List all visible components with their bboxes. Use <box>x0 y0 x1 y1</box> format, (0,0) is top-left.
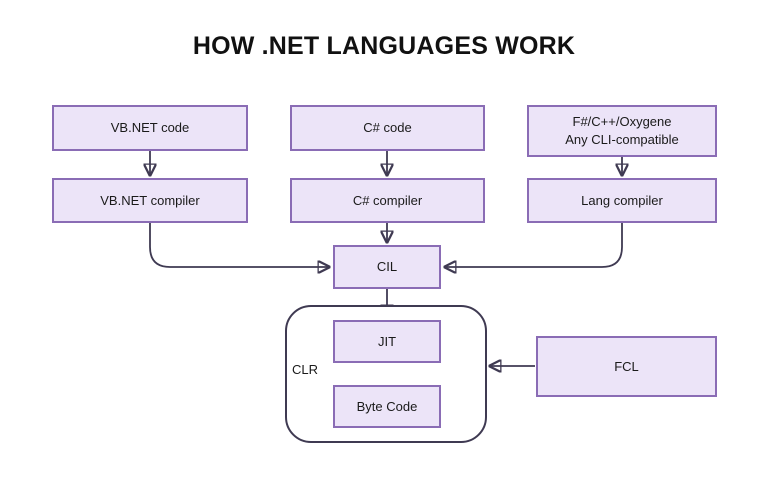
node-cs-compiler[interactable]: C# compiler <box>290 178 485 223</box>
node-fcl-label: FCL <box>614 358 639 374</box>
node-vb-compiler[interactable]: VB.NET compiler <box>52 178 248 223</box>
page-title: HOW .NET LANGUAGES WORK <box>192 32 576 60</box>
node-other-code-label-line1: F#/C++/Oxygene <box>572 114 672 130</box>
node-cs-code[interactable]: C# code <box>290 105 485 151</box>
node-cs-compiler-label: C# compiler <box>352 192 423 208</box>
node-vb-code[interactable]: VB.NET code <box>52 105 248 151</box>
edge-vbcompiler-to-cil <box>149 223 329 267</box>
node-jit-label: JIT <box>377 333 397 349</box>
node-other-code-label-line2: Any CLI-compatible <box>565 132 679 147</box>
node-other-code[interactable]: F#/C++/Oxygene Any CLI-compatible <box>527 105 717 157</box>
edge-langcompiler-to-cil <box>445 223 623 267</box>
node-byte-code-label: Byte Code <box>356 398 418 414</box>
node-fcl[interactable]: FCL <box>536 336 717 397</box>
node-byte-code[interactable]: Byte Code <box>333 385 441 428</box>
node-cil[interactable]: CIL <box>333 245 441 289</box>
node-vb-compiler-label: VB.NET compiler <box>100 192 200 208</box>
node-jit[interactable]: JIT <box>333 320 441 363</box>
node-cs-code-label: C# code <box>363 120 412 136</box>
clr-label: CLR <box>292 362 319 377</box>
node-lang-compiler-label: Lang compiler <box>581 192 663 208</box>
node-cil-label: CIL <box>376 259 398 275</box>
node-vb-code-label: VB.NET code <box>110 120 190 136</box>
node-lang-compiler[interactable]: Lang compiler <box>527 178 717 223</box>
